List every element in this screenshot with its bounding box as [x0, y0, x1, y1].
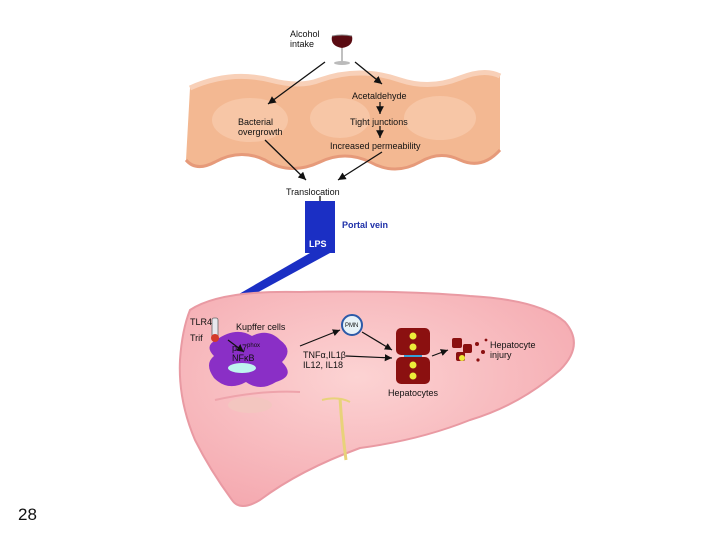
pmn-cell [341, 314, 363, 336]
tlr4-label: TLR4 [190, 317, 213, 327]
intake-label: intake [290, 39, 315, 49]
increased-permeability-label: Increased permeability [330, 141, 421, 151]
alcohol-label: Alcohol [290, 29, 320, 39]
portal-vein [228, 201, 335, 304]
pmn-label: PMN [345, 323, 359, 329]
trif-label: Trif [190, 333, 203, 343]
hepatocyte-injury-label: Hepatocyte injury [490, 340, 536, 360]
tight-junctions-label: Tight junctions [350, 117, 408, 127]
alcohol-intake-label: Alcohol intake [290, 29, 320, 49]
bacterial-overgrowth-label: Bacterial overgrowth [238, 117, 283, 137]
cytokines-line-2: IL12, IL18 [303, 360, 344, 370]
nfkb-label: NFκB [232, 353, 255, 363]
portal-vein-label: Portal vein [342, 220, 389, 230]
injured-hepatocytes [452, 338, 488, 362]
liver-arrows [227, 329, 449, 362]
phox-superscript: phox [247, 343, 261, 349]
cytokines-line-1: TNFα,IL1β [303, 350, 346, 360]
hepatocytes-label: Hepatocytes [388, 388, 439, 398]
p47phox-label: p47phox [232, 341, 260, 353]
kupffer-cell [209, 317, 288, 387]
cytokines-label: TNFα,IL1β IL12, IL18 [303, 350, 346, 370]
acetaldehyde-label: Acetaldehyde [352, 91, 407, 101]
hepatocytes [396, 328, 430, 384]
translocation-label: Translocation [286, 187, 340, 197]
bacterial-label: Bacterial [238, 117, 274, 127]
slide-number: 28 [18, 505, 37, 524]
lps-label: LPS [309, 239, 327, 249]
overgrowth-label: overgrowth [238, 127, 283, 137]
p47-text: p47 [232, 343, 248, 353]
kupffer-cells-label: Kupffer cells [236, 322, 286, 332]
wine-glass-icon [331, 34, 353, 65]
injury-label: injury [490, 350, 512, 360]
intestine-wall [184, 70, 502, 171]
hepatocyte-label: Hepatocyte [490, 340, 536, 350]
